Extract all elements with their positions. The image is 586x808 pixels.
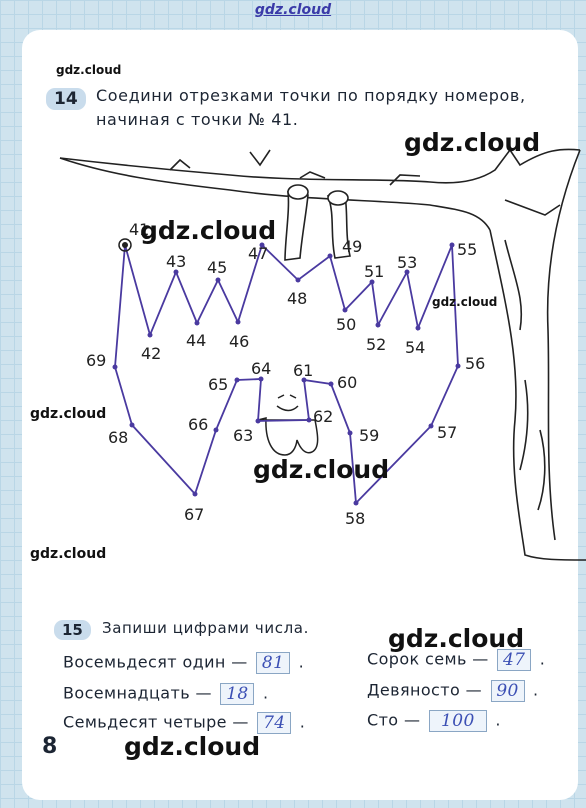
label-58: 58 xyxy=(345,509,365,528)
page-number: 8 xyxy=(42,734,58,759)
label-56: 56 xyxy=(465,354,485,373)
watermark: gdz.cloud xyxy=(124,732,261,761)
watermark: gdz.cloud xyxy=(30,406,107,422)
watermark: gdz.cloud xyxy=(30,546,107,562)
label-44: 44 xyxy=(186,331,206,350)
label-41: 41 xyxy=(129,220,149,239)
dots xyxy=(112,242,461,506)
task-14-line1: Соедини отрезками точки по порядку номер… xyxy=(96,86,526,105)
period: . xyxy=(533,680,539,700)
label-59: 59 xyxy=(359,426,379,445)
label-51: 51 xyxy=(364,262,384,281)
workbook-page xyxy=(22,30,578,800)
exercise-row-1: Восемьдесят один — 81 . xyxy=(63,652,304,674)
answer-box[interactable]: 100 xyxy=(428,710,487,732)
label-43: 43 xyxy=(166,252,186,271)
label-64: 64 xyxy=(251,359,271,378)
period: . xyxy=(495,710,501,730)
label-48: 48 xyxy=(287,289,307,308)
label-60: 60 xyxy=(337,373,357,392)
task-14-line2: начиная с точки № 41. xyxy=(96,110,299,129)
watermark: gdz.cloud xyxy=(388,624,525,653)
exercise-text: Сто — xyxy=(367,710,421,730)
answer-box[interactable]: 90 xyxy=(490,680,525,702)
label-45: 45 xyxy=(207,258,227,277)
label-66: 66 xyxy=(188,415,208,434)
watermark: gdz.cloud xyxy=(140,216,277,245)
exercise-text: Сорок семь — xyxy=(367,649,489,669)
tree-illustration xyxy=(59,148,586,561)
connecting-path xyxy=(114,243,459,506)
label-47: 47 xyxy=(248,244,268,263)
exercise-row-4: Сорок семь — 47 . xyxy=(367,649,545,671)
exercise-text: Девяносто — xyxy=(367,680,483,700)
exercise-row-3: Семьдесят четыре — 74 . xyxy=(63,712,305,734)
label-65: 65 xyxy=(208,375,228,394)
label-54: 54 xyxy=(405,338,425,357)
answer-box[interactable]: 81 xyxy=(256,652,291,674)
period: . xyxy=(298,652,305,672)
label-49: 49 xyxy=(342,237,362,256)
start-dot xyxy=(118,238,132,252)
label-52: 52 xyxy=(366,335,386,354)
task-15-number: 15 xyxy=(54,620,91,640)
period: . xyxy=(299,712,306,732)
exercise-row-6: Сто — 100 . xyxy=(367,710,501,732)
task-15-prompt: Запиши цифрами числа. xyxy=(102,619,309,637)
bat-legs xyxy=(284,184,351,261)
label-63: 63 xyxy=(233,426,253,445)
exercise-row-2: Восемнадцать — 18 . xyxy=(63,683,268,705)
answer-box[interactable]: 47 xyxy=(497,649,532,671)
label-61: 61 xyxy=(293,361,313,380)
label-68: 68 xyxy=(108,428,128,447)
label-69: 69 xyxy=(86,351,106,370)
label-62: 62 xyxy=(313,407,333,426)
exercise-text: Семьдесят четыре — xyxy=(63,712,249,732)
label-42: 42 xyxy=(141,344,161,363)
watermark: gdz.cloud xyxy=(404,128,541,157)
label-53: 53 xyxy=(397,253,417,272)
answer-box[interactable]: 18 xyxy=(220,683,255,705)
period: . xyxy=(539,649,546,669)
label-50: 50 xyxy=(336,315,356,334)
period: . xyxy=(262,683,269,703)
bat-face xyxy=(257,394,319,456)
label-55: 55 xyxy=(457,240,477,259)
exercise-text: Восемнадцать — xyxy=(63,683,212,703)
exercise-text: Восемьдесят один — xyxy=(63,652,248,672)
watermark-top[interactable]: gdz.cloud xyxy=(254,2,332,18)
watermark: gdz.cloud xyxy=(56,63,122,77)
label-46: 46 xyxy=(229,332,249,351)
watermark: gdz.cloud xyxy=(253,455,390,484)
answer-box[interactable]: 74 xyxy=(257,712,292,734)
label-67: 67 xyxy=(184,505,204,524)
watermark: gdz.cloud xyxy=(432,295,498,309)
task-14-number: 14 xyxy=(46,88,86,110)
label-57: 57 xyxy=(437,423,457,442)
exercise-row-5: Девяносто — 90 . xyxy=(367,680,539,702)
